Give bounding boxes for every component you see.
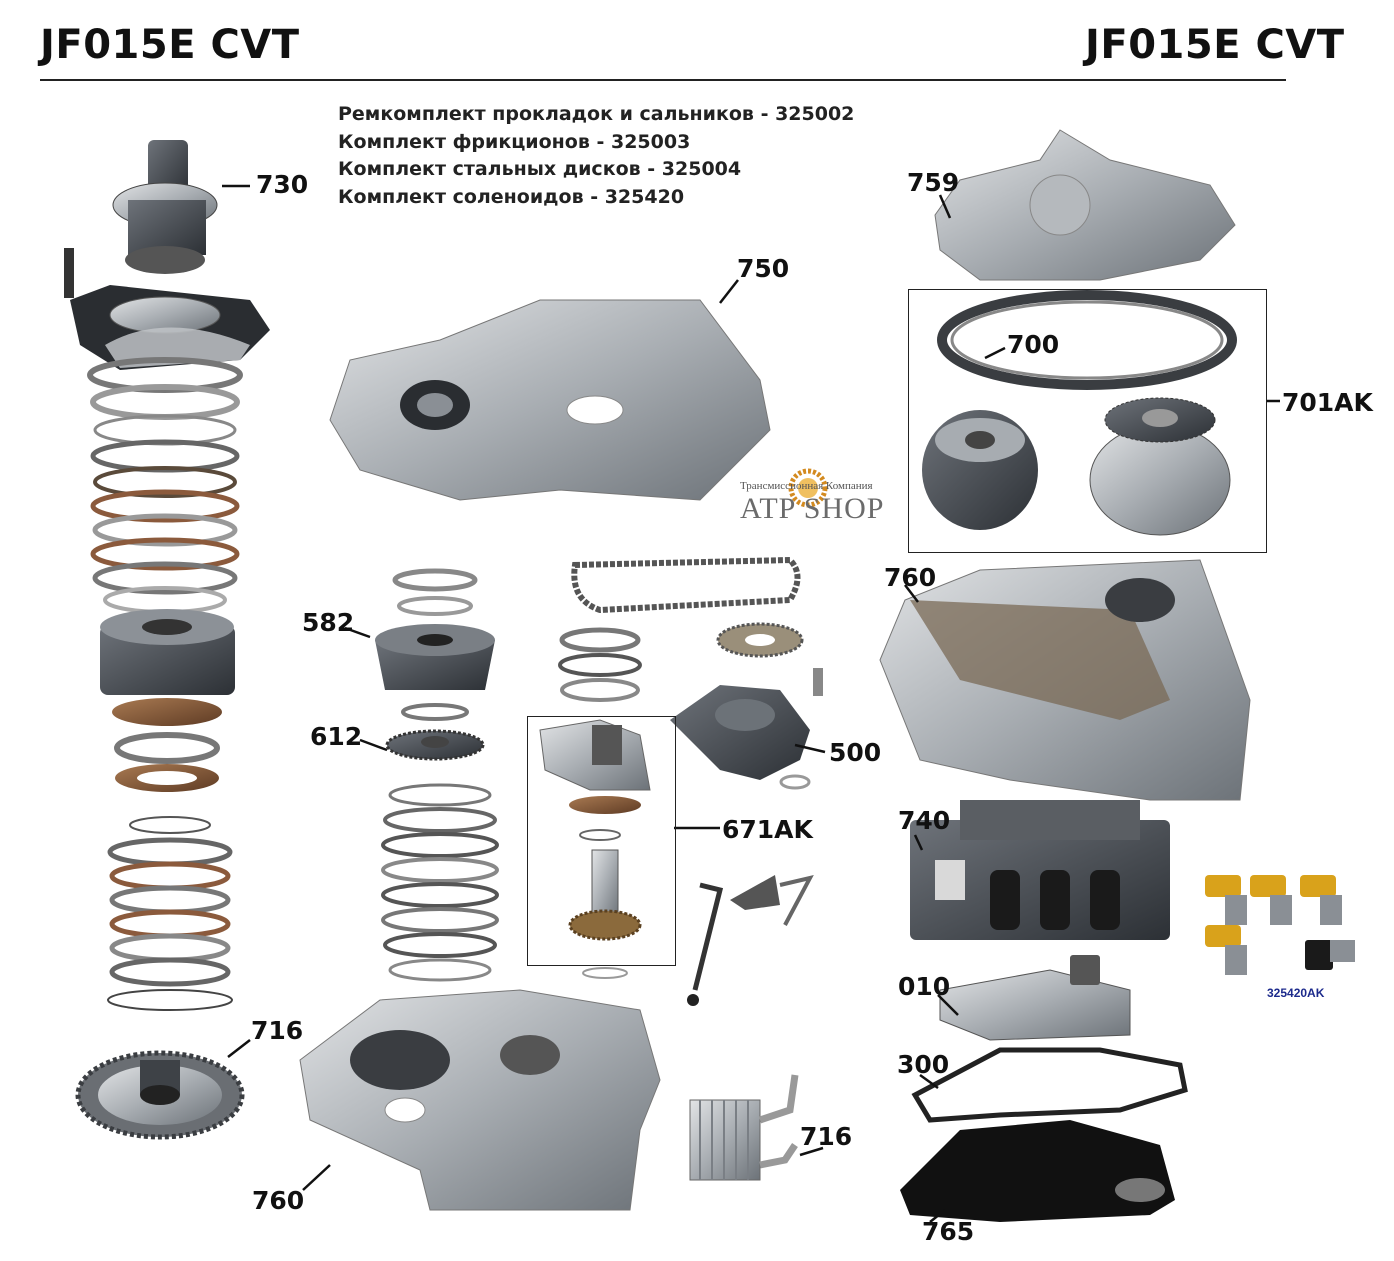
valve-body-740 — [910, 800, 1170, 940]
callout-716-right: 716 — [800, 1122, 853, 1151]
thrust-washers — [558, 622, 804, 702]
kit-solenoids: Комплект соленоидов - 325420 — [338, 186, 685, 208]
callout-701ak: 701AK — [1282, 388, 1373, 417]
transmission-case-760-bottom — [299, 989, 661, 1211]
callout-716-left: 716 — [251, 1016, 304, 1045]
kit-box-671ak — [527, 716, 676, 966]
callout-010: 010 — [898, 972, 951, 1001]
input-shaft-assembly — [539, 719, 651, 979]
kit-frictions: Комплект фрикционов - 325003 — [338, 131, 691, 153]
differential-gear-730 — [112, 140, 218, 274]
callout-760-bottom: 760 — [252, 1186, 305, 1215]
callout-612: 612 — [310, 722, 363, 751]
callout-671ak: 671AK — [722, 815, 813, 844]
oil-filter-010 — [939, 955, 1131, 1041]
callout-700: 700 — [1007, 330, 1060, 359]
sun-gear-612 — [385, 703, 485, 761]
planetary-carrier-582 — [375, 568, 495, 690]
secondary-pulley — [1089, 397, 1231, 536]
clutch-plate-stack-upper — [87, 357, 243, 614]
side-cover-759 — [934, 129, 1236, 281]
clutch-plate-stack-lower — [107, 816, 233, 1011]
kit-steel-plates: Комплект стальных дисков - 325004 — [338, 158, 742, 180]
header-divider — [40, 79, 1286, 81]
kit-gaskets-seals: Ремкомплект прокладок и сальников - 3250… — [338, 103, 855, 125]
gear-logo-icon — [788, 468, 828, 508]
drive-chain — [571, 556, 801, 614]
center-plate-stack — [381, 783, 499, 982]
pulley-belt-700 — [937, 290, 1237, 390]
final-drive-gear-716 — [75, 1050, 245, 1140]
converter-housing-750 — [329, 299, 771, 501]
kit-box-701ak — [908, 289, 1267, 553]
callout-759: 759 — [907, 168, 960, 197]
callout-740: 740 — [898, 806, 951, 835]
leader-lines — [222, 184, 1280, 1223]
parking-linkage — [687, 875, 814, 1006]
page-title-right: JF015E CVT — [1085, 22, 1345, 68]
callout-730: 730 — [256, 170, 309, 199]
logo-subtitle: Трансмиссионная Компания — [740, 480, 873, 492]
callout-765: 765 — [922, 1217, 975, 1246]
pan-gasket-300 — [911, 1047, 1188, 1123]
solenoid-set-325420ak — [1205, 875, 1355, 975]
oil-pump-500 — [670, 668, 823, 790]
page-title-left: JF015E CVT — [40, 22, 300, 68]
callout-760-top: 760 — [884, 563, 937, 592]
clutch-drum — [100, 609, 235, 792]
callout-750: 750 — [737, 254, 790, 283]
callout-500: 500 — [829, 738, 882, 767]
atp-shop-logo: Трансмиссионная Компания ATP SHOP — [740, 468, 890, 528]
callout-325420ak: 325420AK — [1267, 986, 1325, 1000]
transmission-case-760-top — [879, 559, 1251, 801]
oil-pan-765 — [900, 1120, 1175, 1222]
callout-300: 300 — [897, 1050, 950, 1079]
callout-582: 582 — [302, 608, 355, 637]
primary-pulley — [922, 410, 1038, 530]
logo-name: ATP SHOP — [740, 492, 885, 525]
oil-cooler-716 — [689, 1074, 799, 1181]
